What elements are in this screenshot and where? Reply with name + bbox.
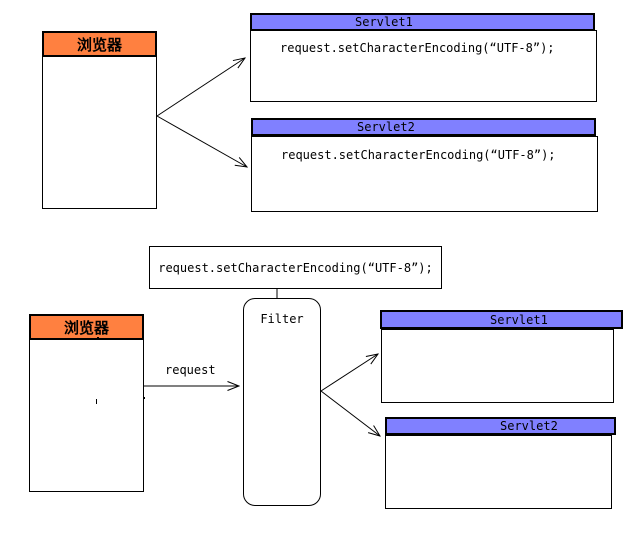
servlet2-bottom-title: Servlet2	[500, 419, 558, 433]
arrow-browser-to-servlet2-top	[156, 115, 247, 167]
browser-label-top: 浏览器	[76, 35, 122, 54]
servlet1-top-header: Servlet1	[250, 13, 595, 31]
browser-box-top: 浏览器	[42, 31, 157, 209]
servlet2-top-header: Servlet2	[251, 118, 596, 136]
servlet2-top-body: request.setCharacterEncoding(“UTF-8”);	[251, 136, 598, 212]
stray-mark	[96, 399, 97, 404]
filter-code-box: request.setCharacterEncoding(“UTF-8”);	[149, 246, 442, 289]
servlet1-bottom-title: Servlet1	[490, 312, 548, 327]
servlet2-bottom-body	[385, 435, 612, 509]
servlet1-top-body: request.setCharacterEncoding(“UTF-8”);	[250, 30, 597, 102]
servlet2-top-title: Servlet2	[357, 120, 415, 134]
arrow-filter-to-servlet1-bottom	[320, 354, 378, 392]
browser-header-top: 浏览器	[42, 31, 157, 57]
stray-mark	[143, 397, 145, 399]
servlet1-bottom-body	[381, 329, 614, 403]
stray-mark	[97, 337, 99, 339]
servlet1-top-code: request.setCharacterEncoding(“UTF-8”);	[280, 41, 555, 55]
servlet2-bottom-header: Servlet2	[385, 417, 616, 435]
browser-box-bottom: 浏览器	[29, 314, 144, 492]
arrow-browser-to-servlet1-top	[156, 58, 245, 117]
servlet1-bottom-header: Servlet1	[380, 310, 623, 329]
filter-label: Filter	[260, 312, 304, 326]
request-label: request	[165, 363, 216, 377]
arrow-filter-to-servlet2-bottom	[320, 390, 380, 436]
browser-header-bottom: 浏览器	[29, 314, 144, 340]
filter-box: Filter	[243, 298, 321, 506]
servlet2-top-code: request.setCharacterEncoding(“UTF-8”);	[281, 148, 556, 162]
filter-code-text: request.setCharacterEncoding(“UTF-8”);	[158, 260, 433, 275]
servlet1-top-title: Servlet1	[355, 15, 413, 29]
browser-label-bottom: 浏览器	[63, 318, 109, 337]
